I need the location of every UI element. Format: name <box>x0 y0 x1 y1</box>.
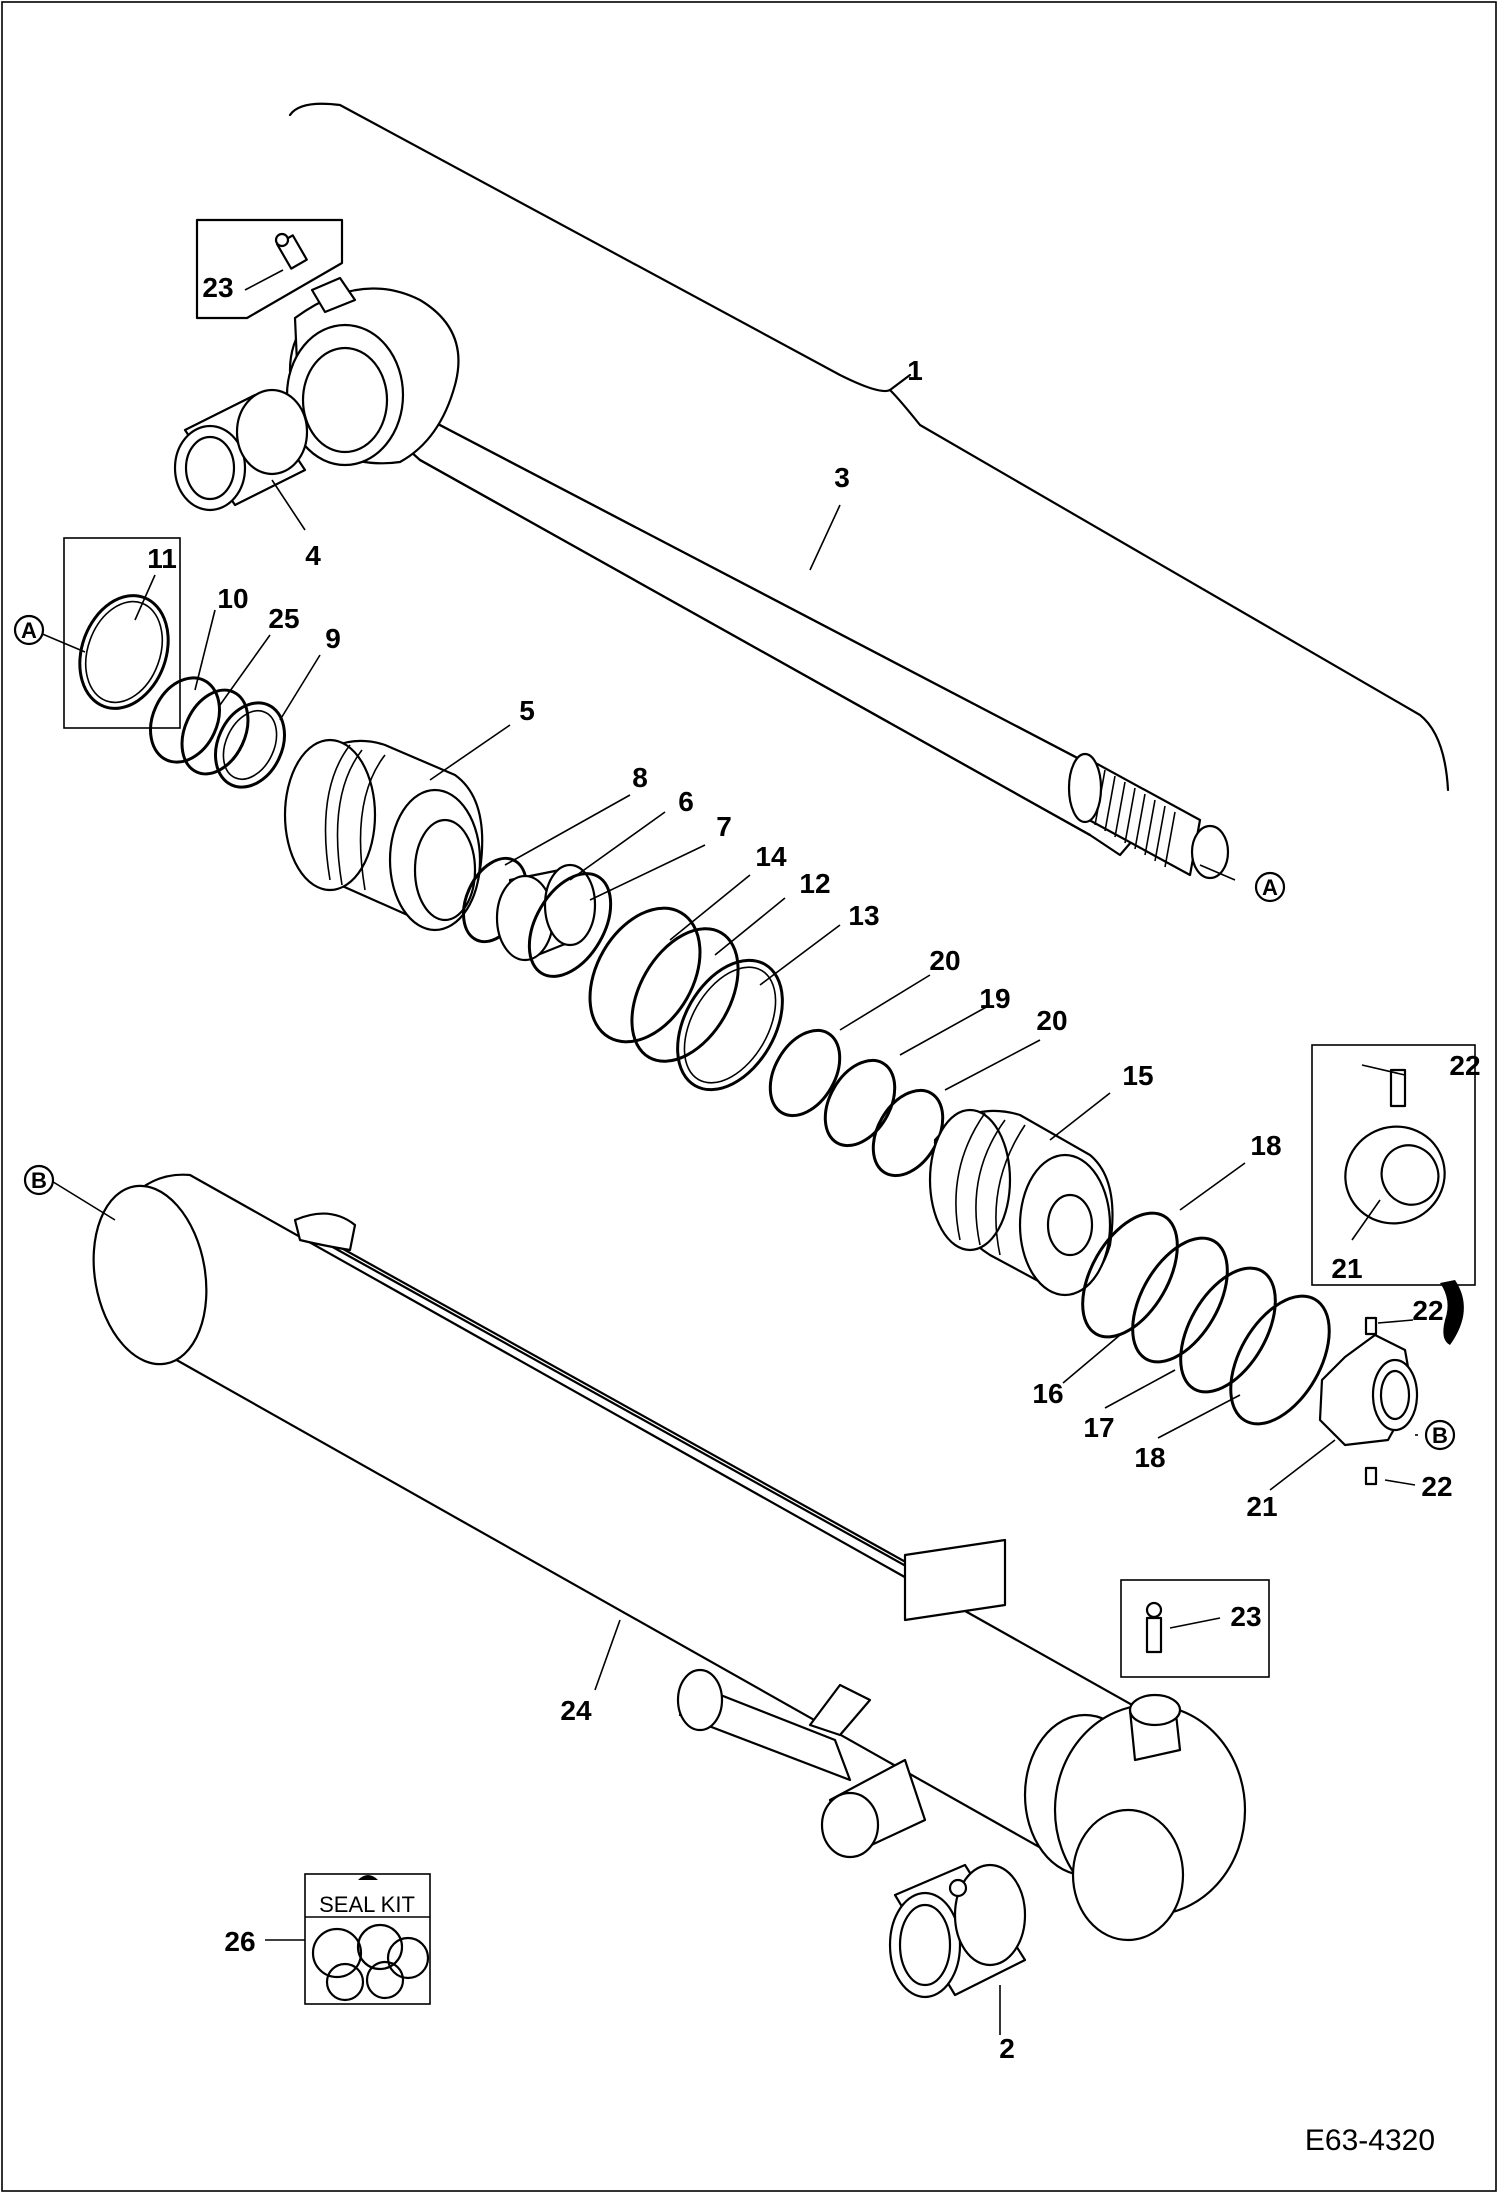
callout-7: 7 <box>716 811 732 842</box>
ring-19 <box>823 1058 897 1148</box>
reference-b-left: B <box>23 1164 55 1196</box>
barrel-bushing <box>888 1863 1027 1999</box>
ring-18a <box>1081 1211 1179 1339</box>
svg-text:A: A <box>1262 875 1278 900</box>
callout-13: 13 <box>848 900 879 931</box>
ring-12 <box>630 927 740 1063</box>
leader-lines <box>39 269 1418 2035</box>
seal-25 <box>180 688 250 776</box>
seal-kit: SEAL KIT <box>304 1873 431 2005</box>
callout-21-inset: 21 <box>1331 1253 1362 1284</box>
callout-23-bottom: 23 <box>1230 1601 1261 1632</box>
seal-7 <box>527 872 613 978</box>
callout-23-top: 23 <box>202 272 233 303</box>
callout-22-top: 22 <box>1412 1295 1443 1326</box>
callout-8: 8 <box>632 762 648 793</box>
curl-arrow <box>1440 1280 1464 1345</box>
callout-1: 1 <box>907 355 923 386</box>
callout-18-bottom: 18 <box>1134 1442 1165 1473</box>
callout-18-top: 18 <box>1250 1130 1281 1161</box>
piston-rod <box>285 276 1230 880</box>
reference-a-left: A <box>13 614 45 646</box>
ring-13 <box>676 958 784 1092</box>
callout-5: 5 <box>519 695 535 726</box>
ring-17 <box>1179 1266 1277 1394</box>
callout-6: 6 <box>678 786 694 817</box>
seal-9 <box>214 701 286 789</box>
callout-21: 21 <box>1246 1491 1277 1522</box>
svg-text:A: A <box>21 618 37 643</box>
svg-text:B: B <box>1432 1423 1448 1448</box>
ring-16 <box>1131 1236 1229 1364</box>
ring-20a <box>768 1028 842 1118</box>
callout-16: 16 <box>1032 1378 1063 1409</box>
reference-a-right: A <box>1254 871 1286 903</box>
callout-11: 11 <box>147 543 177 574</box>
svg-text:B: B <box>31 1168 47 1193</box>
callout-9: 9 <box>325 623 341 654</box>
grease-fitting-icon <box>1145 1601 1163 1654</box>
callout-19: 19 <box>979 983 1010 1014</box>
ring-14 <box>588 906 702 1044</box>
callout-4: 4 <box>305 540 321 571</box>
brace-tick <box>888 373 912 392</box>
reference-b-right: B <box>1424 1419 1456 1451</box>
gland <box>283 738 484 932</box>
callout-12: 12 <box>799 868 830 899</box>
cylinder-barrel <box>92 1173 1247 1942</box>
callout-17: 17 <box>1083 1412 1114 1443</box>
seal-kit-icon <box>311 1923 430 2002</box>
callout-20-bottom: 20 <box>1036 1005 1067 1036</box>
wiper-6 <box>495 863 597 962</box>
callout-25: 25 <box>268 603 299 634</box>
grease-fitting-icon <box>274 232 308 270</box>
seal-kit-label: SEAL KIT <box>319 1892 415 1917</box>
callout-20-top: 20 <box>929 945 960 976</box>
lock-nut-inset <box>1311 1044 1476 1286</box>
callout-2: 2 <box>999 2033 1015 2064</box>
ring-18b <box>1229 1294 1331 1426</box>
drawing-code: E63-4320 <box>1305 2124 1435 2157</box>
lock-nut <box>1318 1316 1419 1486</box>
callout-3: 3 <box>834 462 850 493</box>
callout-22-bottom: 22 <box>1421 1471 1452 1502</box>
piston <box>928 1108 1114 1297</box>
grease-fitting-inset-top <box>195 218 344 320</box>
seal-10 <box>149 676 221 764</box>
callout-14: 14 <box>755 841 787 872</box>
grease-fitting-inset-bottom <box>1120 1579 1270 1678</box>
rod-bushing <box>173 388 309 512</box>
callout-10: 10 <box>217 583 248 614</box>
callout-24: 24 <box>560 1695 592 1726</box>
callout-15: 15 <box>1122 1060 1153 1091</box>
callout-26: 26 <box>224 1926 255 1957</box>
callout-22-inset: 22 <box>1449 1050 1480 1081</box>
